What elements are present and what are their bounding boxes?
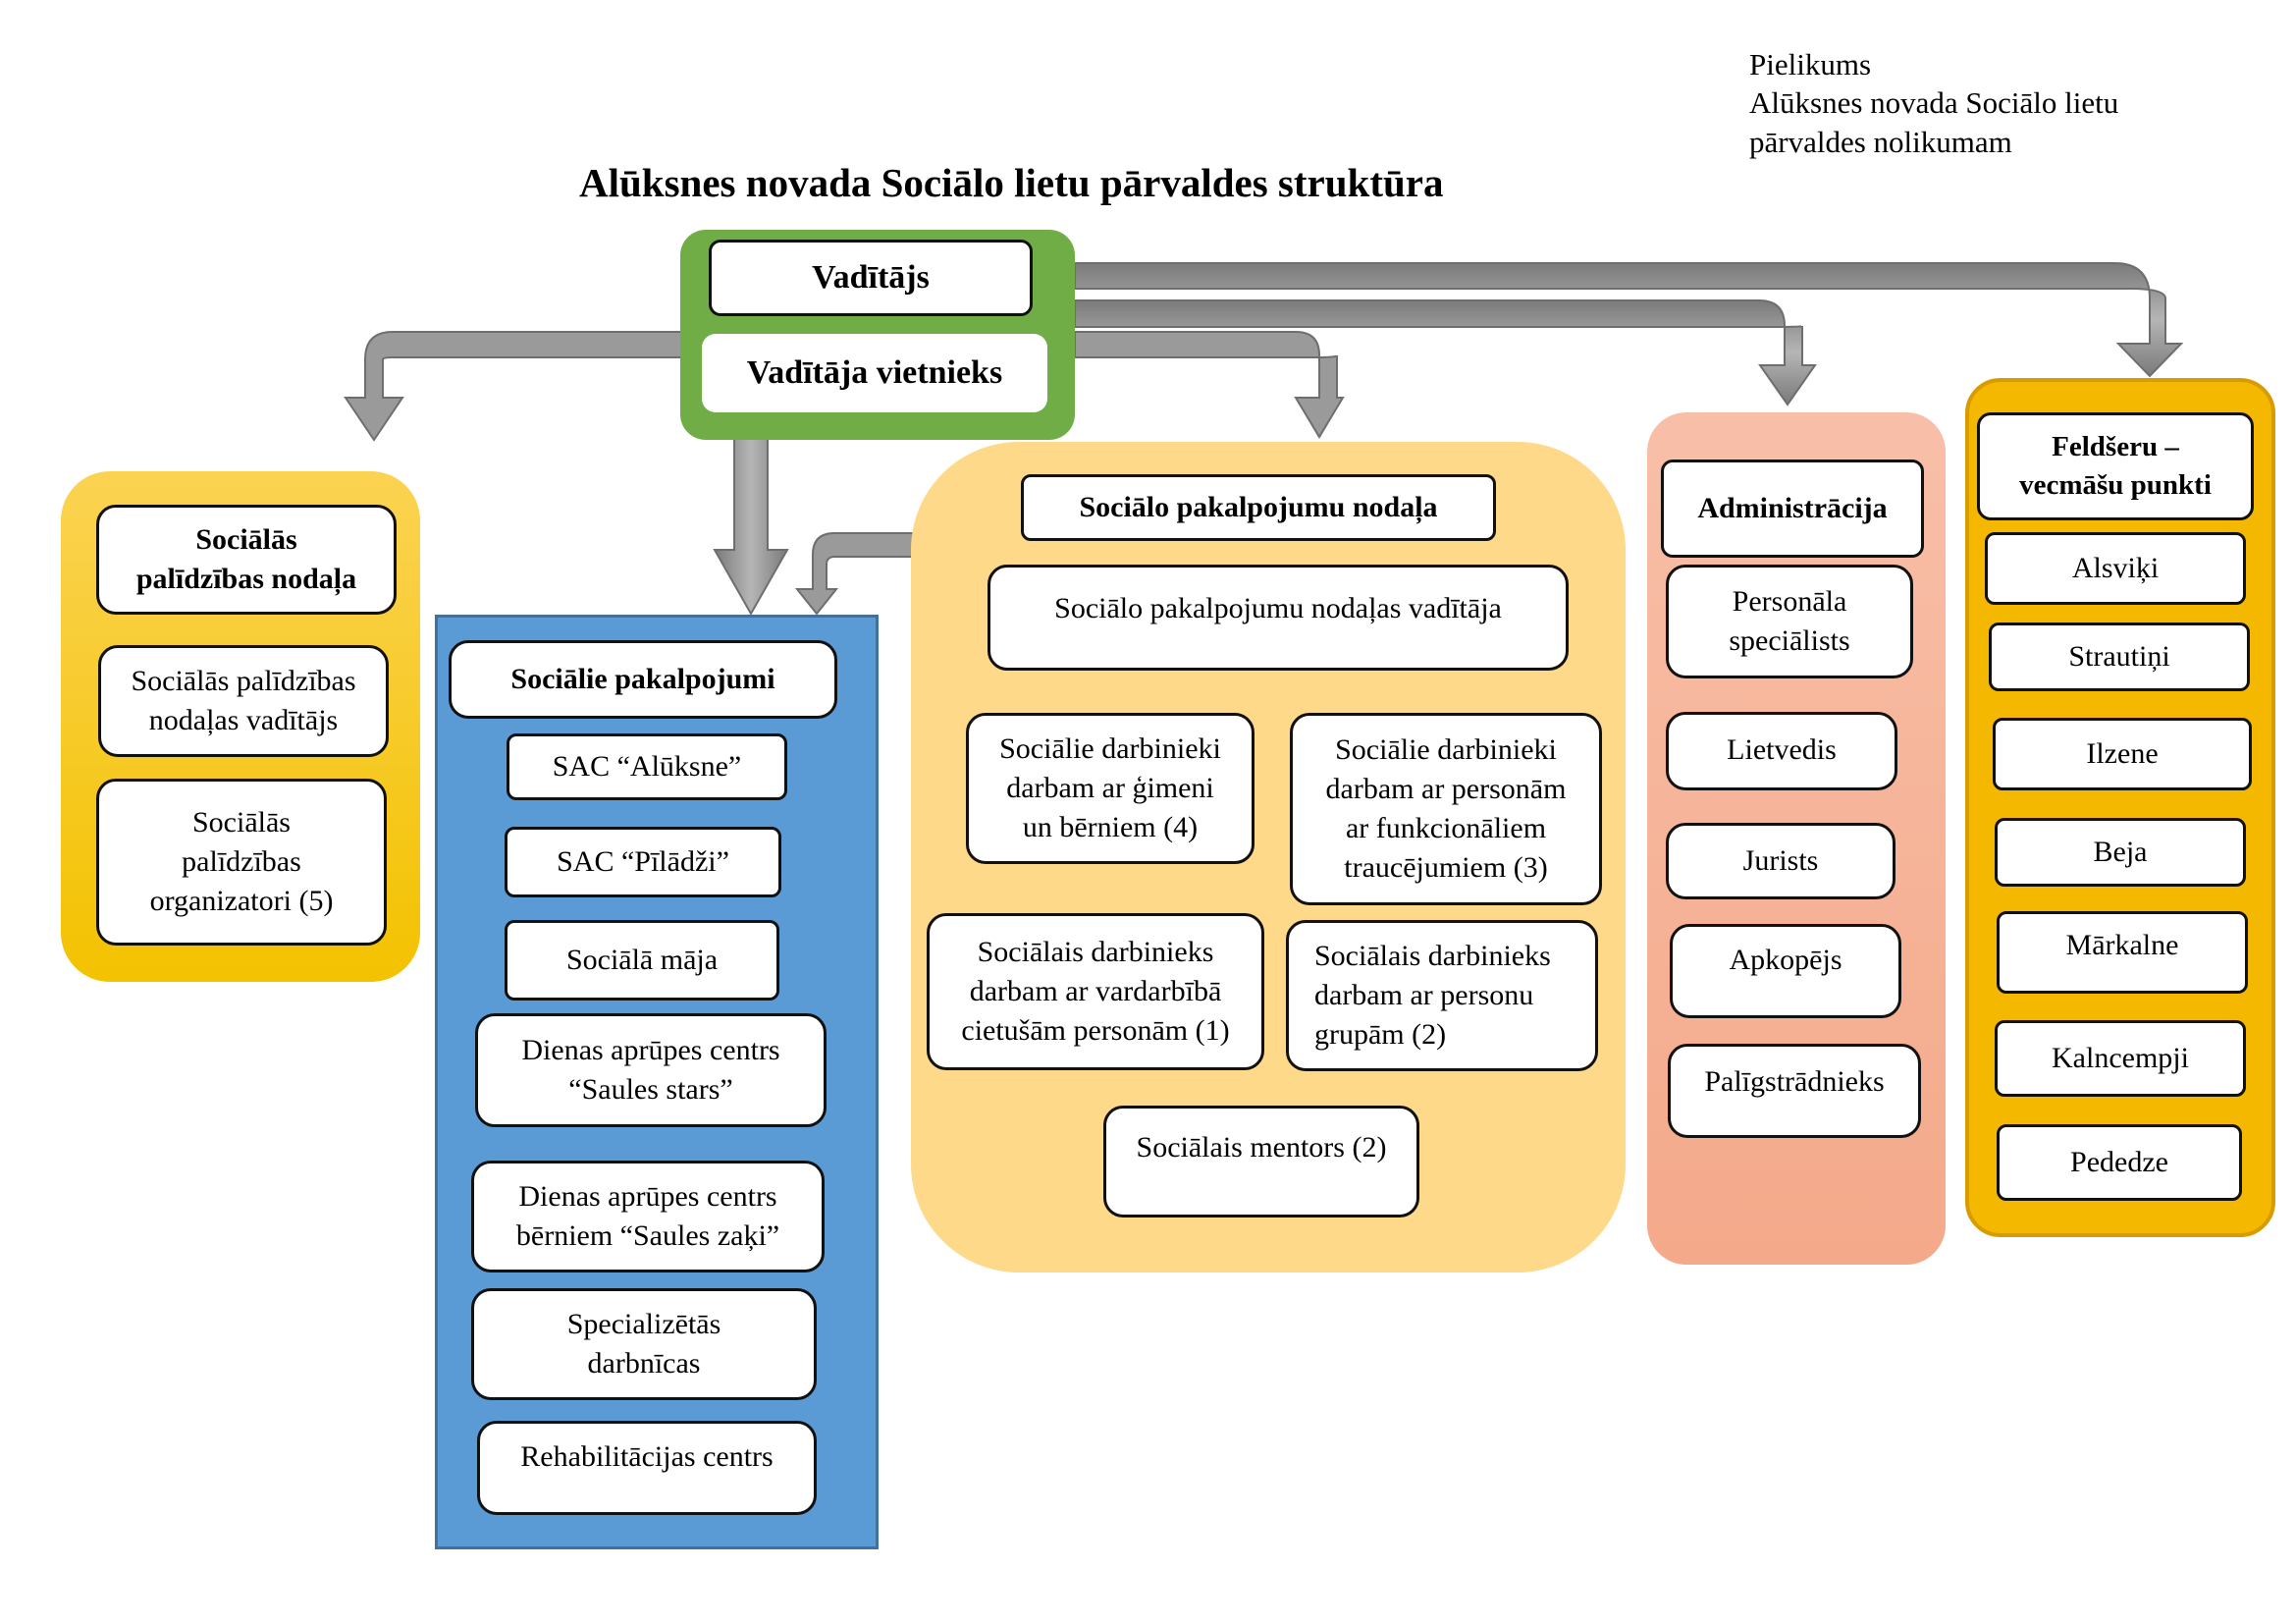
department-item: Sociālais darbinieks darbam ar personu g… [1286,920,1598,1071]
deputy-box: Vadītāja vietnieks [702,334,1047,412]
feldsher-item: Pededze [1997,1124,2242,1201]
arrow-dept-to-services [794,532,914,616]
feldsher-item: Kalncempji [1995,1020,2246,1097]
services-item: SAC “Pīlādži” [505,827,781,897]
head-box: Vadītājs [709,240,1033,316]
feldsher-title: Feldšeru – vecmāšu punkti [1977,412,2254,520]
assistance-item: Sociālās palīdzības nodaļas vadītājs [98,645,389,757]
arrow-to-department [1074,331,1345,439]
department-title: Sociālo pakalpojumu nodaļa [1021,474,1496,541]
administration-item: Personāla speciālists [1666,565,1913,678]
services-item: Specializētās darbnīcas [471,1288,817,1400]
services-item: Sociālā māja [505,920,779,1001]
annex-line-1: Pielikums [1749,47,1872,81]
feldsher-item: Ilzene [1993,718,2252,790]
services-item: Dienas aprūpes centrs “Saules stars” [475,1013,827,1127]
feldsher-item: Mārkalne [1997,911,2248,994]
services-title: Sociālie pakalpojumi [449,640,837,719]
services-item: Dienas aprūpes centrs bērniem “Saules za… [471,1161,825,1272]
assistance-title: Sociālās palīdzības nodaļa [96,505,397,615]
arrow-to-administration [1074,299,1817,406]
department-item: Sociālie darbinieki darbam ar personām a… [1290,713,1602,905]
services-item: SAC “Alūksne” [507,733,787,800]
annex-line-2: Alūksnes novada Sociālo lietu [1749,85,2119,121]
arrow-to-services [713,436,789,617]
department-item: Sociālais darbinieks darbam ar vardarbīb… [927,913,1264,1070]
administration-item: Lietvedis [1666,712,1897,790]
administration-item: Jurists [1666,823,1896,899]
department-item: Sociālie darbinieki darbam ar ģimeni un … [966,713,1255,864]
administration-item: Palīgstrādnieks [1668,1044,1921,1138]
arrow-to-assistance [344,331,683,442]
administration-title: Administrācija [1661,460,1924,558]
services-item: Rehabilitācijas centrs [477,1421,817,1515]
arrow-to-feldsher [1074,262,2184,378]
feldsher-item: Strautiņi [1989,623,2250,691]
administration-item: Apkopējs [1670,924,1901,1018]
annex-note: Pielikums Alūksnes novada Sociālo lietu … [1749,45,2201,161]
department-item: Sociālais mentors (2) [1103,1106,1419,1218]
feldsher-item: Beja [1995,818,2246,887]
feldsher-item: Alsviķi [1985,532,2246,605]
annex-line-3: pārvaldes nolikumam [1749,124,2012,159]
department-head: Sociālo pakalpojumu nodaļas vadītāja [988,565,1569,671]
page-title: Alūksnes novada Sociālo lietu pārvaldes … [579,160,1444,205]
assistance-item: Sociālās palīdzības organizatori (5) [96,779,387,946]
